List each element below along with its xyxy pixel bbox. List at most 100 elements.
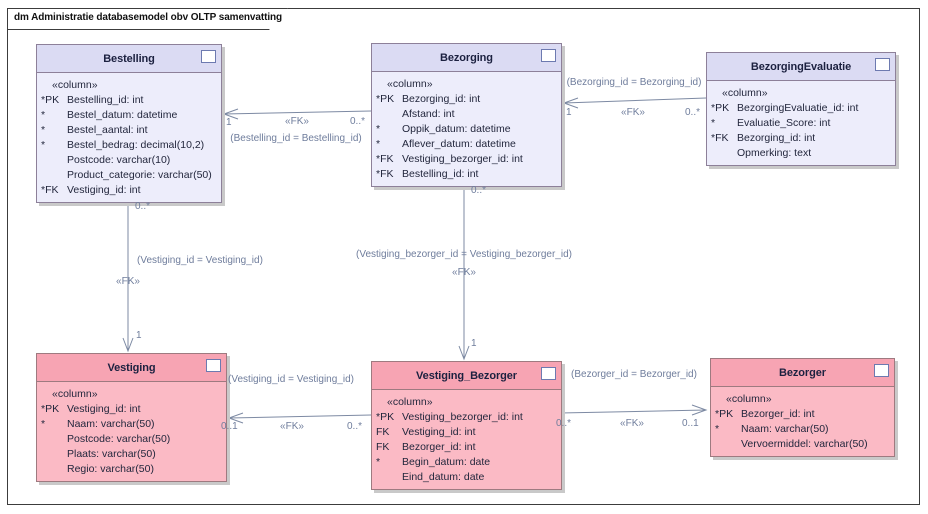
- multiplicity-label[interactable]: 0..*: [347, 421, 363, 432]
- attribute-row[interactable]: *Bestel_bedrag: decimal(10,2): [41, 138, 218, 153]
- attribute-prefix: [711, 146, 737, 161]
- entity-title: Vestiging: [107, 361, 156, 374]
- attribute-row[interactable]: Vervoermiddel: varchar(50): [715, 437, 891, 452]
- attribute-row[interactable]: Regio: varchar(50): [41, 462, 223, 477]
- attribute-row[interactable]: *PK Vestiging_id: int: [41, 402, 223, 417]
- connector-bezorgingevaluatie-bezorging-line[interactable]: [563, 97, 707, 104]
- attribute-text: Naam: varchar(50): [67, 418, 155, 430]
- fk-stereotype-label[interactable]: «FK»: [452, 267, 476, 278]
- arrowhead-left-icon: [222, 108, 239, 120]
- constraint-label[interactable]: (Bezorger_id = Bezorger_id): [571, 369, 697, 380]
- multiplicity-label[interactable]: 0..*: [135, 201, 151, 212]
- entity-header: Vestiging: [37, 354, 226, 382]
- connector-vestigingbezorger-vestiging-line[interactable]: [228, 414, 372, 419]
- entity-title: Vestiging_Bezorger: [416, 369, 517, 382]
- attribute-text: Regio: varchar(50): [67, 463, 154, 475]
- attribute-row[interactable]: *FK Bezorging_id: int: [711, 131, 892, 146]
- attribute-row[interactable]: Eind_datum: date: [376, 470, 558, 485]
- constraint-label[interactable]: (Vestiging_id = Vestiging_id): [137, 255, 263, 266]
- constraint-label[interactable]: (Vestiging_bezorger_id = Vestiging_bezor…: [356, 249, 572, 260]
- attribute-row[interactable]: Plaats: varchar(50): [41, 447, 223, 462]
- entity-header: BezorgingEvaluatie: [707, 53, 895, 81]
- arrowhead-left-icon: [562, 97, 579, 109]
- attribute-row[interactable]: *Bestel_datum: datetime: [41, 108, 218, 123]
- attribute-text: Bestel_aantal: int: [67, 124, 148, 136]
- attribute-text: Vestiging_id: int: [67, 184, 141, 196]
- attribute-prefix: [41, 462, 67, 477]
- connector-vestigingbezorger-bezorger-line[interactable]: [559, 409, 707, 414]
- attribute-row[interactable]: Postcode: varchar(10): [41, 153, 218, 168]
- attribute-row[interactable]: *Evaluatie_Score: int: [711, 116, 892, 131]
- entity-header: Bezorging: [372, 44, 561, 72]
- constraint-label[interactable]: (Bestelling_id = Bestelling_id): [230, 133, 362, 144]
- attribute-row[interactable]: *Aflever_datum: datetime: [376, 137, 558, 152]
- stereotype-label: «column»: [52, 388, 98, 400]
- stereotype-label: «column»: [722, 87, 768, 99]
- stereotype-label: «column»: [387, 78, 433, 90]
- attribute-text: Bezorging_id: int: [737, 132, 816, 144]
- arrowhead-right-icon: [691, 404, 708, 416]
- attribute-row[interactable]: Afstand: int: [376, 107, 558, 122]
- entity-header: Vestiging_Bezorger: [372, 362, 561, 390]
- arrowhead-left-icon: [227, 412, 244, 424]
- attribute-row[interactable]: Postcode: varchar(50): [41, 432, 223, 447]
- multiplicity-label[interactable]: 1: [566, 107, 572, 118]
- attribute-row[interactable]: Product_categorie: varchar(50): [41, 168, 218, 183]
- attribute-row[interactable]: * Bestel_aantal: int: [41, 123, 218, 138]
- multiplicity-label[interactable]: 0..*: [471, 185, 487, 196]
- attribute-row[interactable]: *Naam: varchar(50): [41, 417, 223, 432]
- attribute-text: Product_categorie: varchar(50): [67, 169, 212, 181]
- attribute-row[interactable]: Opmerking: text: [711, 146, 892, 161]
- fk-stereotype-label[interactable]: «FK»: [280, 421, 304, 432]
- multiplicity-label[interactable]: 1: [136, 330, 142, 341]
- multiplicity-label[interactable]: 0..*: [685, 107, 701, 118]
- multiplicity-label[interactable]: 0..1: [682, 418, 699, 429]
- fk-stereotype-label[interactable]: «FK»: [116, 276, 140, 287]
- multiplicity-label[interactable]: 0..1: [221, 421, 238, 432]
- attribute-row[interactable]: *Oppik_datum: datetime: [376, 122, 558, 137]
- fk-stereotype-label[interactable]: «FK»: [620, 418, 644, 429]
- multiplicity-label[interactable]: 0..*: [556, 418, 572, 429]
- fk-stereotype-label[interactable]: «FK»: [285, 116, 309, 127]
- constraint-label[interactable]: (Bezorging_id = Bezorging_id): [566, 77, 702, 88]
- attribute-prefix: FK: [376, 441, 390, 453]
- fk-stereotype-label[interactable]: «FK»: [621, 107, 645, 118]
- connector-bezorging-bestelling-line[interactable]: [223, 110, 372, 115]
- constraint-label[interactable]: (Vestiging_id = Vestiging_id): [228, 374, 354, 385]
- attribute-prefix: *PK: [41, 403, 60, 415]
- multiplicity-label[interactable]: 0..*: [350, 116, 366, 127]
- attribute-text: Bestel_datum: datetime: [67, 109, 178, 121]
- multiplicity-label[interactable]: 1: [226, 117, 232, 128]
- attribute-text: Opmerking: text: [737, 147, 812, 159]
- attribute-prefix: *FK: [711, 132, 729, 144]
- attribute-prefix: *PK: [376, 93, 395, 105]
- multiplicity-label[interactable]: 1: [471, 338, 477, 349]
- attribute-prefix: *: [711, 117, 716, 129]
- attribute-text: Bezorger_id: int: [741, 408, 815, 420]
- attribute-prefix: *: [41, 124, 46, 136]
- attribute-prefix: *: [376, 456, 381, 468]
- attribute-text: Vestiging_id: int: [67, 403, 141, 415]
- attribute-prefix: *PK: [711, 102, 730, 114]
- attribute-row[interactable]: *Naam: varchar(50): [715, 422, 891, 437]
- attribute-row[interactable]: *Begin_datum: date: [376, 455, 558, 470]
